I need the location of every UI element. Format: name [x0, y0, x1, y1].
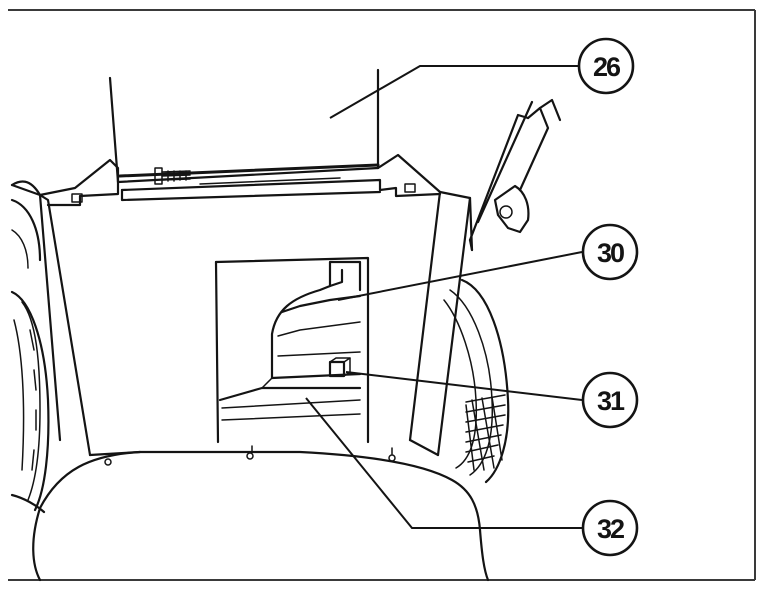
handle-arm	[468, 98, 562, 252]
tread-hatch	[465, 394, 506, 471]
deflector-flap	[261, 260, 362, 389]
rear-opening	[214, 256, 370, 444]
callout-26-label: 26	[593, 52, 621, 82]
callout-30-label: 30	[597, 238, 624, 268]
callout-32: 32	[581, 499, 639, 557]
top-cover	[46, 68, 442, 207]
body-panel	[10, 153, 474, 457]
left-wheel	[10, 198, 50, 514]
callout-31: 31	[581, 371, 639, 429]
right-wheel	[443, 278, 510, 484]
frame-border	[8, 9, 756, 581]
callout-26: 26	[577, 37, 635, 95]
callout-30: 30	[581, 223, 639, 281]
stopper-block	[328, 357, 351, 378]
callout-32-label: 32	[597, 514, 624, 544]
adjust-bolt-icon	[154, 167, 191, 185]
leader-lines	[305, 65, 583, 529]
callout-31-label: 31	[597, 386, 625, 416]
rear-bumper	[32, 445, 490, 582]
